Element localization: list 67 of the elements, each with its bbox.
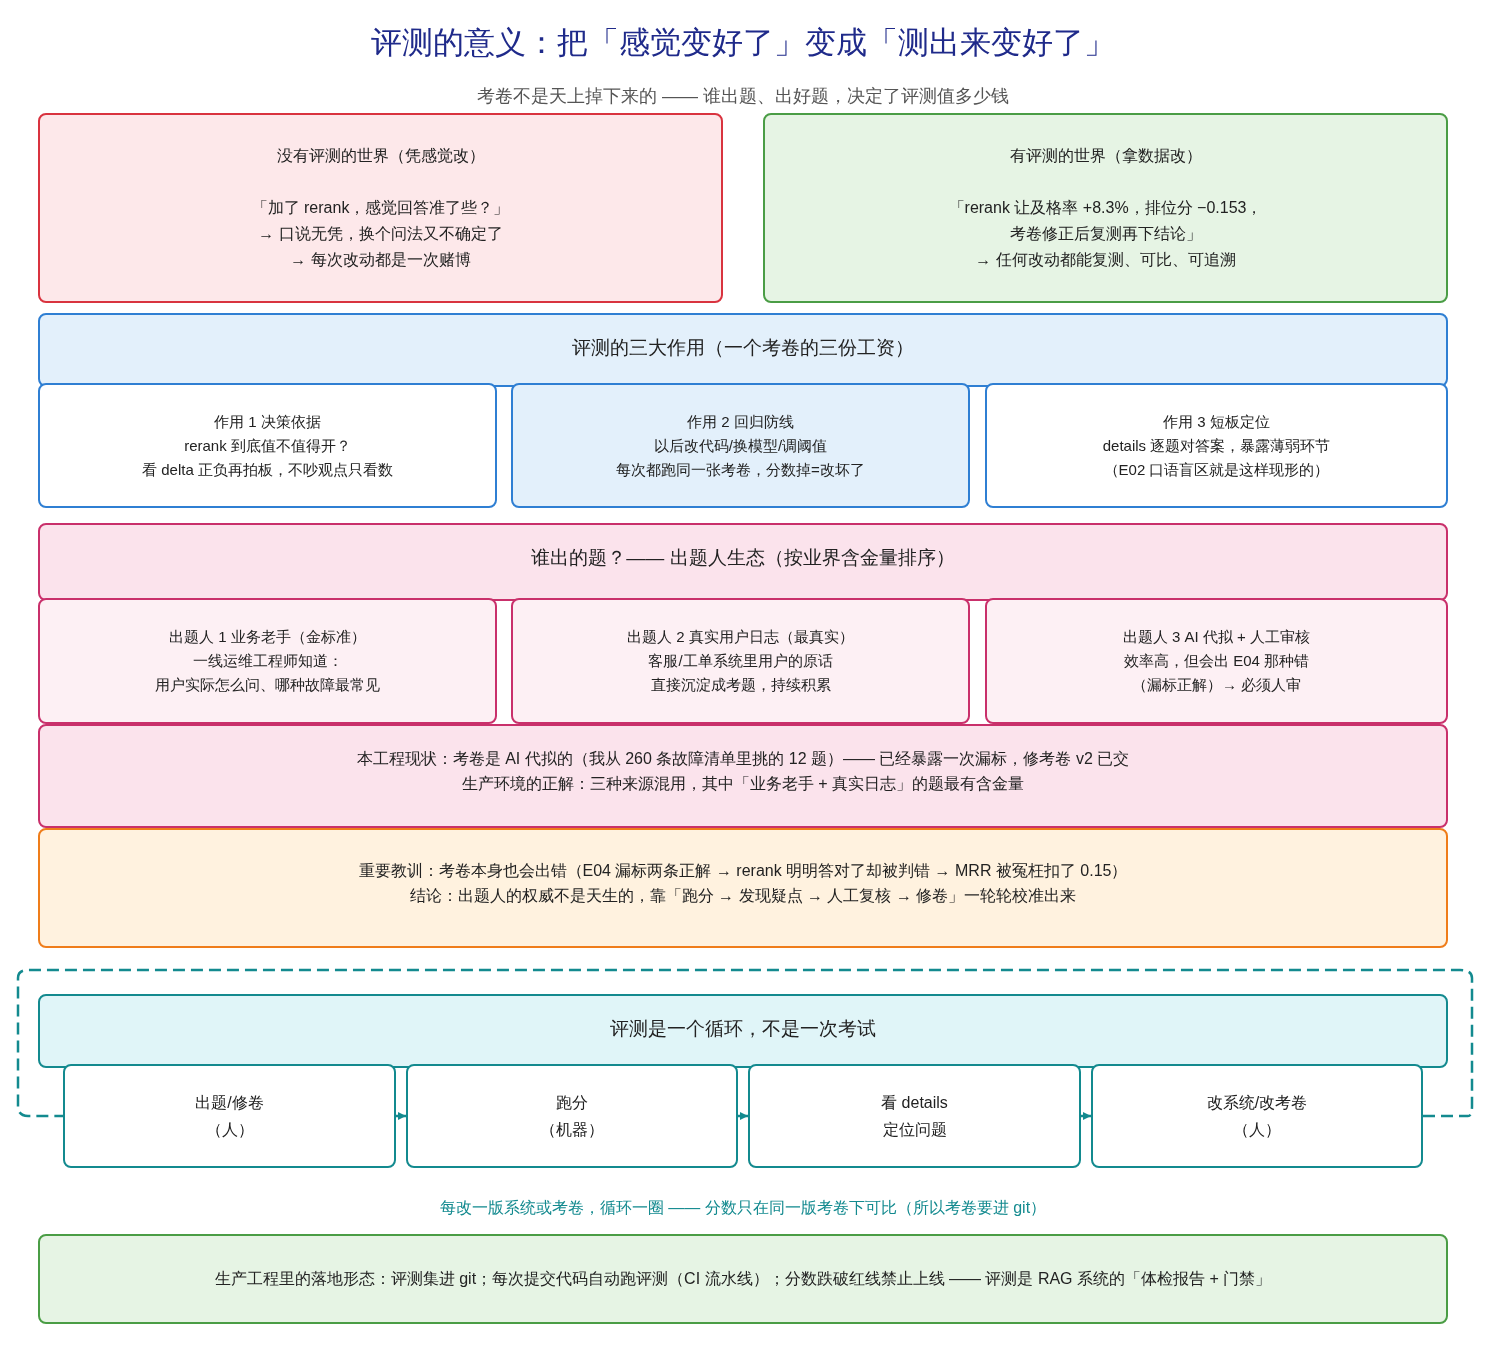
arrow bbox=[396, 1112, 406, 1120]
card-text: 直接沉淀成考题，持续积累 bbox=[650, 675, 831, 695]
card-heading: 没有评测的世界（凭感觉改） bbox=[276, 146, 485, 166]
card-text: details 逐题对答案，暴露薄弱环节 bbox=[1102, 435, 1331, 456]
lesson-box bbox=[38, 828, 1448, 948]
comparison-box bbox=[763, 113, 1448, 303]
arrow bbox=[738, 1112, 748, 1120]
step-card bbox=[63, 1064, 396, 1168]
card-heading: 作用 3 短板定位 bbox=[1163, 411, 1270, 432]
card-text: → 口说无凭，换个问法又不确定了 bbox=[258, 224, 503, 244]
card-text: 定位问题 bbox=[882, 1120, 947, 1140]
card-text: 客服/工单系统里用户的原话 bbox=[648, 651, 833, 671]
role-card bbox=[511, 383, 970, 508]
loop-line bbox=[16, 968, 1474, 1118]
header-text: 评测是一个循环，不是一次考试 bbox=[610, 1017, 876, 1041]
card-text: 结论：出题人的权威不是天生的，靠「跑分 → 发现疑点 → 人工复核 → 修卷」一轮轮校准出来 bbox=[409, 886, 1077, 906]
comparison-box bbox=[38, 113, 723, 303]
card-text: 一线运维工程师知道： bbox=[192, 651, 343, 671]
card-text: （漏标正解）→ 必须人审 bbox=[1131, 675, 1302, 695]
section-header bbox=[38, 994, 1448, 1068]
footer-box bbox=[38, 1234, 1448, 1324]
card-heading: 作用 1 决策依据 bbox=[214, 411, 321, 432]
section-header bbox=[38, 313, 1448, 387]
card-text: 每次都跑同一张考卷，分数掉=改坏了 bbox=[616, 459, 865, 480]
author-card bbox=[511, 598, 970, 724]
card-text: → 任何改动都能复测、可比、可追溯 bbox=[975, 250, 1236, 270]
status-box bbox=[38, 724, 1448, 828]
card-text: 出题/修卷 bbox=[195, 1093, 264, 1113]
card-heading: 出题人 2 真实用户日志（最真实） bbox=[627, 627, 854, 647]
step-card bbox=[748, 1064, 1081, 1168]
card-text: （机器） bbox=[540, 1120, 604, 1140]
arrow bbox=[1081, 1112, 1091, 1120]
card-text: 改系统/改考卷 bbox=[1206, 1093, 1308, 1113]
card-text: 「加了 rerank，感觉回答准了些？」 bbox=[251, 198, 510, 218]
card-text: → 每次改动都是一次赌博 bbox=[290, 250, 471, 270]
header-text: 评测的三大作用（一个考卷的三份工资） bbox=[572, 336, 914, 360]
step-card bbox=[1091, 1064, 1423, 1168]
role-card bbox=[38, 383, 497, 508]
card-heading: 出题人 1 业务老手（金标准） bbox=[169, 627, 366, 647]
card-heading: 出题人 3 AI 代拟 + 人工审核 bbox=[1122, 627, 1311, 647]
card-text: 生产环境的正解：三种来源混用，其中「业务老手 + 真实日志」的题最有含金量 bbox=[461, 774, 1025, 794]
card-text: （E02 口语盲区就是这样现形的） bbox=[1103, 459, 1330, 480]
note-text: 每改一版系统或考卷，循环一圈 —— 分数只在同一版考卷下可比（所以考卷要进 git） bbox=[438, 1198, 1048, 1218]
card-text: rerank 到底值不值得开？ bbox=[184, 435, 351, 456]
card-text: （人） bbox=[205, 1120, 254, 1140]
card-text: 效率高，但会出 E04 那种错 bbox=[1124, 651, 1309, 671]
card-text: 用户实际怎么问、哪种故障最常见 bbox=[155, 675, 380, 695]
author-card bbox=[985, 598, 1448, 724]
title: 评测的意义：把「感觉变好了」变成「测出来变好了」 bbox=[370, 24, 1116, 62]
card-text: 「rerank 让及格率 +8.3%，排位分 −0.153， bbox=[948, 198, 1263, 218]
header-text: 谁出的题？—— 出题人生态（按业界含金量排序） bbox=[531, 546, 955, 570]
section-header bbox=[38, 523, 1448, 601]
author-card bbox=[38, 598, 497, 724]
card-text: 生产工程里的落地形态：评测集进 git；每次提交代码自动跑评测（CI 流水线）；分数跌破红线禁止上线 —— 评测是 RAG 系统的「体检报告 + 门禁」 bbox=[214, 1269, 1272, 1289]
subtitle: 考卷不是天上掉下来的 —— 谁出题、出好题，决定了评测值多少钱 bbox=[476, 85, 1010, 108]
card-text: 以后改代码/换模型/调阈值 bbox=[653, 435, 828, 456]
card-text: 跑分 bbox=[556, 1093, 588, 1113]
step-card bbox=[406, 1064, 738, 1168]
role-card bbox=[985, 383, 1448, 508]
card-text: 考卷修正后复测再下结论」 bbox=[1009, 224, 1202, 244]
card-text: 本工程现状：考卷是 AI 代拟的（我从 260 条故障清单里挑的 12 题）—— 已经暴露一次漏标，修考卷 v2 已交 bbox=[356, 749, 1130, 769]
card-text: 看 details bbox=[881, 1093, 948, 1113]
card-heading: 有评测的世界（拿数据改） bbox=[1009, 146, 1202, 166]
card-heading: 作用 2 回归防线 bbox=[687, 411, 794, 432]
card-text: 重要教训：考卷本身也会出错（E04 漏标两条正解 → rerank 明明答对了却被判错 → MRR 被冤枉扣了 0.15） bbox=[358, 861, 1128, 881]
card-text: （人） bbox=[1233, 1120, 1281, 1140]
card-text: 看 delta 正负再拍板，不吵观点只看数 bbox=[142, 459, 393, 480]
